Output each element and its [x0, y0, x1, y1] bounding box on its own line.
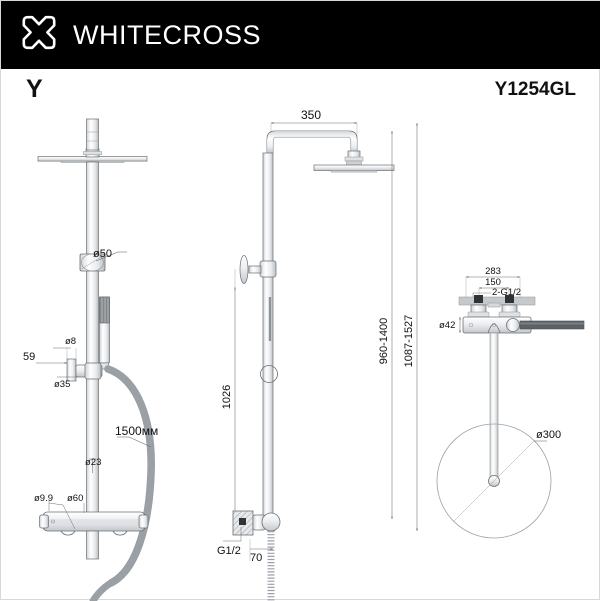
riser-pipe-side [262, 152, 274, 520]
series-letter: Y [26, 75, 43, 103]
hose-tail-front [86, 530, 115, 601]
dim-head-dia-label: ø50 [93, 248, 112, 260]
dim-inlet-threads-label: 2-G1/2 [492, 287, 521, 298]
thermostatic-mixer-front [39, 511, 149, 536]
dim-head-plan-dia: ø300 [534, 429, 561, 442]
dim-holder-rod-dia: ø8 [53, 336, 77, 359]
dim-arm-projection: 350 [270, 108, 358, 153]
hand-shower-front [99, 296, 110, 370]
dim-inlet-depth: 70 [249, 539, 274, 564]
dim-mixer-height-dia: ø42 [439, 316, 461, 334]
dim-inlet-depth-label: 70 [250, 552, 262, 564]
dim-mixer-width: 283 [465, 266, 521, 297]
brand-header: WHITECROSS [1, 1, 600, 69]
dim-head-height-range: 960-1400 [378, 130, 393, 520]
dim-riser-dia-label: ø23 [85, 457, 101, 468]
shower-arm-plan [519, 320, 585, 330]
dim-holder-rod-dia-label: ø8 [65, 336, 76, 347]
dim-riser-height: 1026 [221, 269, 236, 516]
dim-head-height-range-label: 960-1400 [378, 318, 390, 365]
hand-shower-side [260, 297, 278, 383]
cross-x-logo-icon [22, 15, 56, 50]
dim-mixer-body-dia: ø60 [67, 493, 85, 513]
hand-shower-holder-side [239, 255, 277, 284]
plan-detail-drawing: 283 150 2-G1/2 [436, 266, 585, 539]
dim-riser-dia: ø23 [85, 457, 101, 473]
dim-overall-height-range-label: 1087-1527 [403, 315, 415, 368]
head-plan-circle [436, 423, 552, 539]
dim-holder-offset-label: 59 [23, 351, 35, 363]
riser-stub-plan [489, 332, 499, 482]
dim-inlet-thread-label: G1/2 [217, 545, 241, 557]
dim-mixer-body-dia-label: ø60 [67, 493, 83, 504]
dim-holder-base-dia: ø35 [54, 376, 79, 390]
dim-head-plan-dia-label: ø300 [536, 429, 561, 441]
dim-inlet-thread: G1/2 [217, 527, 242, 557]
side-elevation-drawing: 350 [217, 108, 418, 601]
eccentric-connectors [467, 302, 521, 318]
diverter-collar-front [79, 253, 106, 272]
overhead-shower-head-front [37, 118, 148, 163]
dim-holder-offset: 59 [23, 351, 68, 364]
dim-hose-length: 1500мм [115, 424, 158, 448]
dim-hose-length-label: 1500мм [115, 424, 158, 438]
dim-arm-projection-label: 350 [301, 108, 321, 122]
shower-arm-side [266, 130, 358, 153]
model-code: Y1254GL [494, 79, 576, 100]
overhead-shower-head-side [313, 150, 395, 173]
thermostatic-mixer-side [232, 510, 281, 601]
dim-riser-height-label: 1026 [221, 385, 233, 409]
title-row: Y Y1254GL [1, 69, 600, 109]
dim-holder-base-dia-label: ø35 [54, 379, 70, 390]
hand-shower-holder-front [66, 358, 103, 382]
dim-mixer-width-label: 283 [485, 266, 501, 277]
technical-drawing-canvas: ø50 ø8 [1, 101, 600, 601]
flexible-hose-front [104, 365, 155, 587]
dim-mixer-small-dia-label: ø9.9 [34, 493, 53, 504]
dim-head-dia: ø50 [93, 248, 127, 262]
front-elevation-drawing: ø50 ø8 [23, 118, 158, 601]
dim-overall-height-range: 1087-1527 [403, 122, 418, 532]
dim-mixer-small-dia: ø9.9 [34, 493, 76, 530]
dim-mixer-height-dia-label: ø42 [439, 320, 455, 331]
dim-inlet-threads: 2-G1/2 [472, 287, 521, 298]
brand-name: WHITECROSS [73, 19, 262, 50]
dim-inlet-spacing-label: 150 [485, 277, 501, 288]
